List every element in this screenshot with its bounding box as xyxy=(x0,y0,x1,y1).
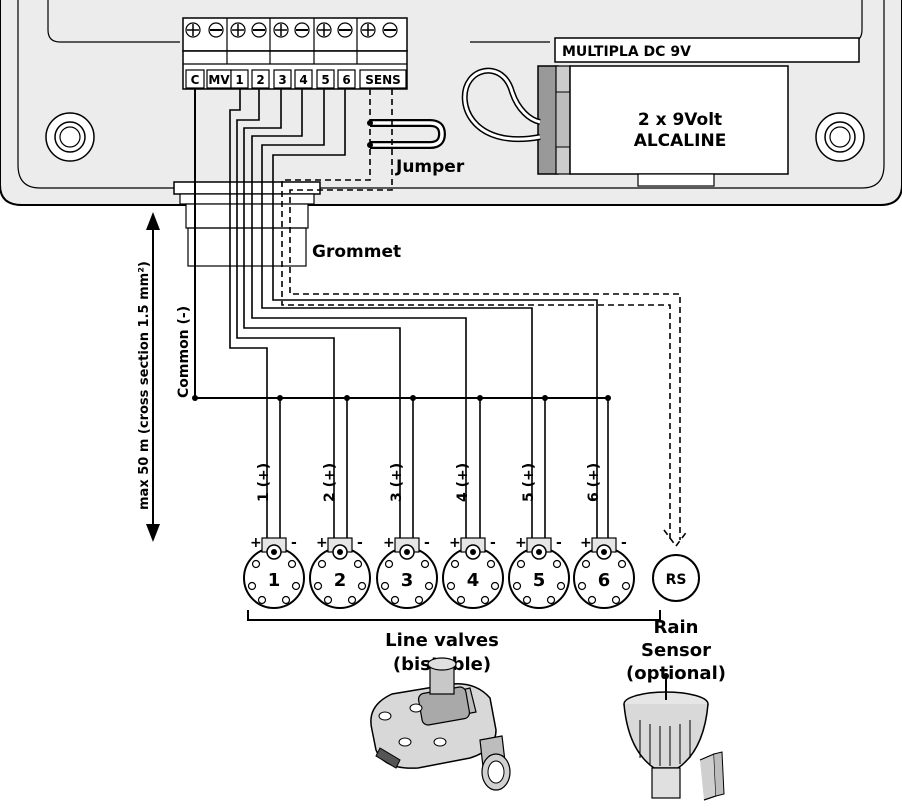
terminal-1-label: 1 xyxy=(235,73,243,87)
valve-2: 2 (+) + - 2 xyxy=(309,463,371,609)
battery-line-2: ALCALINE xyxy=(634,131,727,151)
max-length-label: max 50 m (cross section 1.5 mm²) xyxy=(137,261,152,510)
plus-label: + xyxy=(580,535,592,551)
valve-number: 2 xyxy=(334,570,347,591)
plus-label: + xyxy=(250,535,262,551)
valve-number: 4 xyxy=(467,570,480,591)
minus-label: - xyxy=(291,535,297,551)
terminal-c-label: C xyxy=(191,73,200,87)
battery-model-label: MULTIPLA DC 9V xyxy=(562,44,691,60)
minus-label: - xyxy=(357,535,363,551)
valve-illustration xyxy=(370,657,511,791)
valve-number: 3 xyxy=(401,570,414,591)
terminal-sens-box xyxy=(359,69,407,89)
left-screw-boss xyxy=(45,112,95,162)
valve-wire-label: 2 (+) xyxy=(322,463,338,502)
terminal-2-box xyxy=(251,69,270,89)
terminal-3-label: 3 xyxy=(278,73,286,87)
terminal-sens-label: SENS xyxy=(365,73,401,87)
jumper-label: Jumper xyxy=(395,157,465,177)
terminal-3-box xyxy=(273,69,292,89)
rain-sensor: RS Rain Sensor (optional) xyxy=(626,529,726,684)
minus-label: - xyxy=(490,535,496,551)
battery-compartment: MULTIPLA DC 9V 2 x 9Volt ALCALINE xyxy=(461,37,860,187)
minus-label: - xyxy=(424,535,430,551)
valve-wire-label: 3 (+) xyxy=(389,463,405,502)
plus-label: + xyxy=(515,535,527,551)
valve-6: 6 (+) + - 6 xyxy=(573,463,635,609)
terminal-c-box xyxy=(185,69,205,89)
rain-sensor-illustration xyxy=(623,673,725,801)
valve-4: 4 (+) + - 4 xyxy=(442,463,504,609)
plus-label: + xyxy=(383,535,395,551)
valve-number: 1 xyxy=(268,570,281,591)
rs-label: RS xyxy=(666,572,687,588)
rain-sensor-label-2: Sensor xyxy=(641,640,711,661)
plus-label: + xyxy=(449,535,461,551)
jumper: Jumper xyxy=(367,119,465,177)
valve-wire-label: 5 (+) xyxy=(521,463,537,502)
minus-label: - xyxy=(556,535,562,551)
valve-3: 3 (+) + - 3 xyxy=(376,463,438,609)
terminal-2-label: 2 xyxy=(256,73,264,87)
terminal-mv-label: MV xyxy=(208,73,230,87)
terminal-4-box xyxy=(294,69,313,89)
terminal-5-label: 5 xyxy=(321,73,329,87)
line-valves-label-1: Line valves xyxy=(385,630,499,651)
valve-1: 1 (+) + - 1 xyxy=(243,463,305,609)
minus-label: - xyxy=(621,535,627,551)
valve-wire-label: 4 (+) xyxy=(455,463,471,502)
terminal-4-label: 4 xyxy=(299,73,307,87)
valve-wires xyxy=(192,89,681,540)
terminal-6-box xyxy=(337,69,356,89)
common-label: Common (-) xyxy=(176,306,192,398)
terminal-5-box xyxy=(316,69,335,89)
line-valves: 1 (+)+-12 (+)+-23 (+)+-34 (+)+-45 (+)+-5… xyxy=(243,463,635,609)
right-screw-boss xyxy=(815,112,865,162)
terminal-6-label: 6 xyxy=(342,73,350,87)
valve-wire-label: 6 (+) xyxy=(586,463,602,502)
valve-number: 5 xyxy=(533,570,546,591)
terminal-1-box xyxy=(230,69,249,89)
length-dimension: max 50 m (cross section 1.5 mm²) Common … xyxy=(137,212,192,542)
grommet-label: Grommet xyxy=(312,242,401,262)
rain-sensor-label-3: (optional) xyxy=(626,663,726,684)
battery-line-1: 2 x 9Volt xyxy=(638,110,722,130)
plus-label: + xyxy=(316,535,328,551)
rain-sensor-label-1: Rain xyxy=(654,617,699,638)
grommet: Grommet xyxy=(173,181,401,267)
valve-wire-label: 1 (+) xyxy=(256,463,272,502)
valve-5: 5 (+) + - 5 xyxy=(508,463,570,609)
valve-number: 6 xyxy=(598,570,611,591)
